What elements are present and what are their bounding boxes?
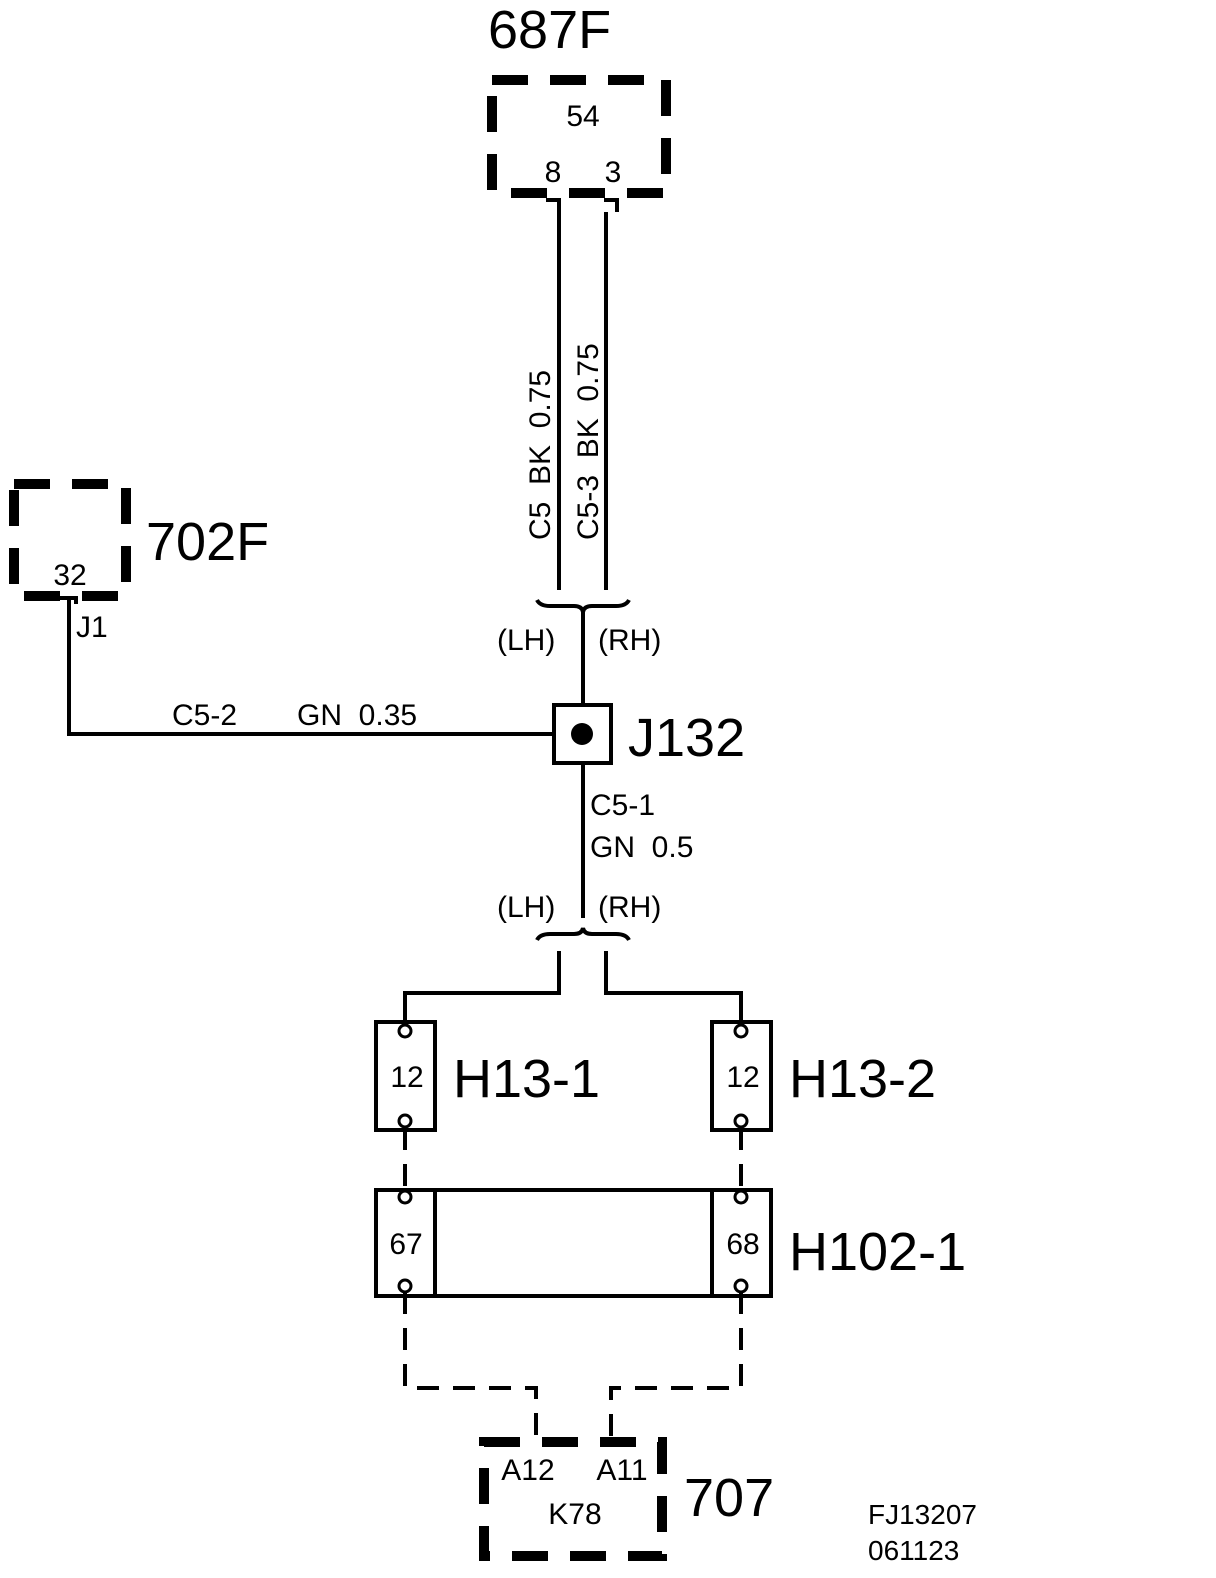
component-702f: 32 702F J1 xyxy=(9,479,269,644)
figure-reference: FJ13207 xyxy=(868,1499,977,1530)
pin-hole xyxy=(733,1113,749,1129)
pin-hole xyxy=(397,1189,413,1205)
connector-h13-1-box xyxy=(374,1020,437,1132)
component-687f-box xyxy=(487,75,671,198)
component-687f-label: 687F xyxy=(488,0,611,60)
splice-j132-dot xyxy=(571,723,593,745)
component-707-box xyxy=(479,1437,667,1561)
wire-c5-label: C5 BK 0.75 xyxy=(524,370,557,540)
wire-c5-1-spec: GN 0.5 xyxy=(590,831,693,864)
pin-hole xyxy=(733,1278,749,1294)
link-h102-a11 xyxy=(609,1292,743,1438)
component-707-pin-a12: A12 xyxy=(501,1454,554,1487)
component-707: A12 A11 K78 707 xyxy=(479,1437,774,1561)
wire-c5-3-label: C5-3 BK 0.75 xyxy=(572,343,605,540)
pin-hole xyxy=(397,1113,413,1129)
label-lh-bottom: (LH) xyxy=(497,891,555,924)
wire-c5-1-code: C5-1 xyxy=(590,789,655,822)
pin-8-terminal xyxy=(546,198,561,212)
label-rh-top: (RH) xyxy=(598,624,661,657)
connector-h13-2-pin: 12 xyxy=(726,1061,759,1094)
connector-h13-2-label: H13-2 xyxy=(789,1049,936,1109)
component-687f-pin-3: 3 xyxy=(605,156,622,189)
component-687f-inner: 54 xyxy=(566,100,599,133)
splice-j132: J132 xyxy=(552,703,745,768)
wire-c5-2-spec: GN 0.35 xyxy=(297,699,417,732)
connector-h13-2-box xyxy=(710,1020,773,1132)
connector-h13-1-pin: 12 xyxy=(390,1061,423,1094)
component-702f-pin: 32 xyxy=(53,559,86,592)
connector-h13-2: 12 H13-2 xyxy=(710,1020,936,1132)
component-702f-label: 702F xyxy=(146,512,269,572)
connector-h13-1-label: H13-1 xyxy=(453,1049,600,1109)
link-h102-a12 xyxy=(403,1292,538,1438)
component-687f-pin-8: 8 xyxy=(545,156,562,189)
label-rh-bottom: (RH) xyxy=(598,891,661,924)
wire-c5-2 xyxy=(67,598,554,736)
wire-branch-lh xyxy=(403,951,561,1022)
figure-date: 061123 xyxy=(868,1535,959,1566)
splice-j132-label: J132 xyxy=(628,708,745,768)
component-687f: 687F 54 8 3 xyxy=(487,0,671,212)
connector-h13-1: 12 H13-1 xyxy=(374,1020,600,1132)
connector-h102-1: 67 68 H102-1 xyxy=(374,1188,966,1298)
connector-h102-1-box xyxy=(374,1188,773,1298)
pin-hole xyxy=(397,1023,413,1039)
pin-hole xyxy=(733,1189,749,1205)
pin-hole xyxy=(733,1023,749,1039)
label-lh-top: (LH) xyxy=(497,624,555,657)
connector-h102-1-pin-68: 68 xyxy=(726,1228,759,1261)
component-707-pin-a11: A11 xyxy=(596,1454,647,1487)
wire-branch-rh xyxy=(604,951,743,1022)
component-707-label: 707 xyxy=(684,1468,774,1528)
component-707-inner: K78 xyxy=(548,1498,601,1531)
pin-32-terminal xyxy=(56,596,78,604)
pin-hole xyxy=(397,1278,413,1294)
component-702f-connector: J1 xyxy=(76,611,108,644)
wire-c5-2-code: C5-2 xyxy=(172,699,237,732)
connector-h102-1-pin-67: 67 xyxy=(389,1228,422,1261)
splice-brace-top xyxy=(535,598,631,613)
splice-brace-bottom xyxy=(535,927,631,942)
connector-h102-1-label: H102-1 xyxy=(789,1222,966,1282)
pin-3-terminal xyxy=(604,198,619,212)
